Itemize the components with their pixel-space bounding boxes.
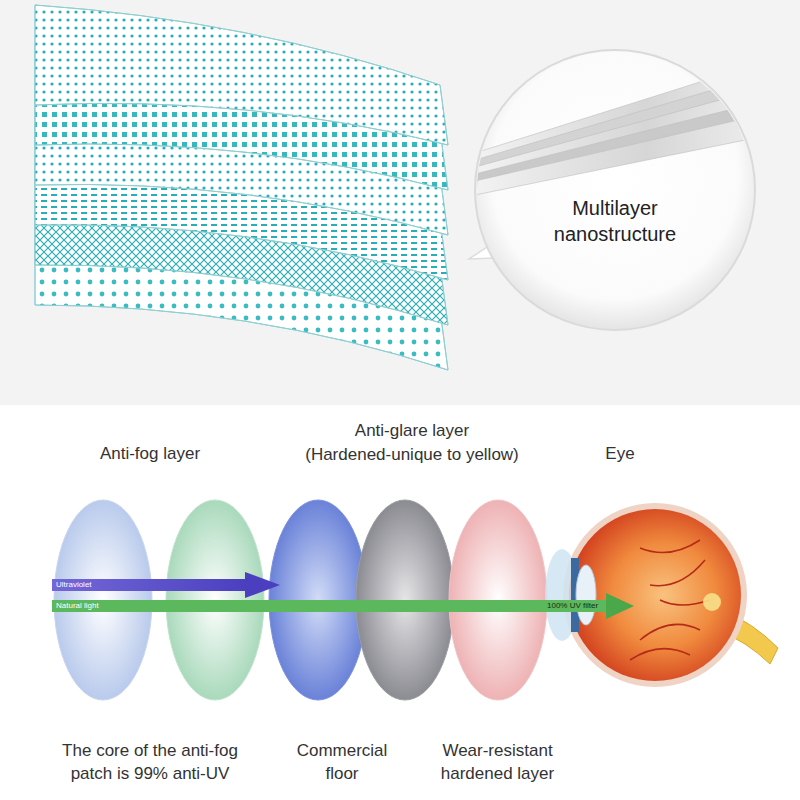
- layer-label: Anti-glare layer: [287, 420, 537, 442]
- callout-text: Multilayer nanostructure: [530, 195, 700, 247]
- arrow-label: Natural light: [56, 600, 176, 612]
- layer-note: (Hardened-unique to yellow): [287, 444, 537, 466]
- arrow-label: Ultraviolet: [56, 579, 176, 591]
- grey-sheets: [475, 63, 760, 195]
- grey-sheet: [475, 115, 760, 195]
- layer-label: Anti-fog layer: [70, 443, 230, 465]
- light-arrows: [52, 572, 634, 619]
- layer-caption: The core of the anti-fog patch is 99% an…: [55, 740, 245, 786]
- eye-label: Eye: [580, 443, 660, 465]
- top-panel: [0, 0, 800, 405]
- layered-sheets: [35, 5, 448, 370]
- arrow-label: 100% UV filter: [547, 600, 617, 612]
- layer-caption: Commercial floor: [287, 740, 397, 786]
- eye-illustration: [545, 503, 778, 687]
- bubble-circle: [475, 50, 755, 330]
- callout-bubble: Multilayer nanostructure: [465, 45, 765, 340]
- layer-caption: Wear-resistant hardened layer: [435, 740, 560, 786]
- bubble-outline: [465, 45, 765, 340]
